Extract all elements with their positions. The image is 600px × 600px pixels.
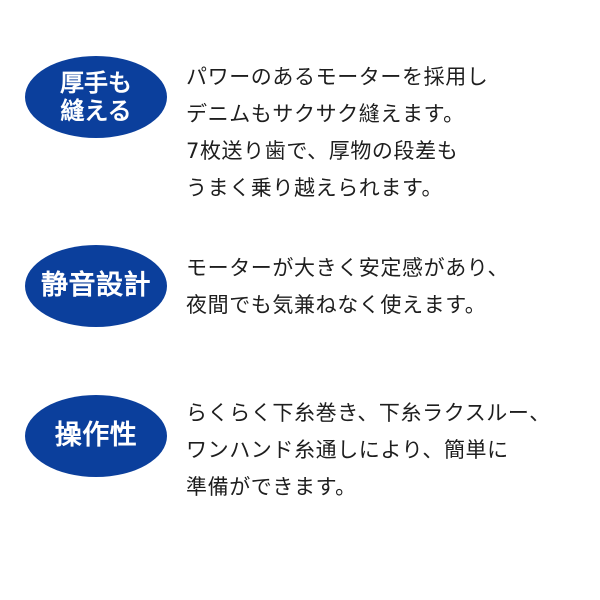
description-line: 7枚送り歯で、厚物の段差も — [186, 139, 459, 163]
description-line: うまく乗り越えられます。 — [186, 176, 444, 200]
feature-description-quiet-design: モーターが大きく安定感があり、 夜間でも気兼ねなく使えます。 — [186, 250, 509, 324]
description-line: 準備ができます。 — [186, 475, 357, 499]
badge-label-line: 操作性 — [54, 420, 138, 452]
description-line: モーターが大きく安定感があり、 — [186, 256, 510, 280]
feature-badge-usability: 操作性 — [25, 395, 167, 477]
feature-description-thick-fabric: パワーのあるモーターを採用し デニムもサクサク縫えます。 7枚送り歯で、厚物の段… — [186, 59, 488, 207]
badge-label-line: 縫える — [60, 97, 132, 125]
description-line: ワンハンド糸通しにより、簡単に — [186, 438, 509, 462]
feature-description-usability: らくらく下糸巻き、下糸ラクスルー、 ワンハンド糸通しにより、簡単に 準備ができま… — [186, 395, 551, 506]
feature-badge-thick-fabric: 厚手も 縫える — [25, 56, 167, 138]
description-line: デニムもサクサク縫えます。 — [186, 102, 465, 126]
description-line: らくらく下糸巻き、下糸ラクスルー、 — [186, 401, 551, 425]
badge-label-line: 厚手も — [60, 68, 132, 97]
feature-badge-quiet-design: 静音設計 — [25, 245, 167, 327]
badge-label-line: 静音設計 — [41, 270, 151, 302]
description-line: パワーのあるモーターを採用し — [186, 65, 489, 89]
description-line: 夜間でも気兼ねなく使えます。 — [186, 293, 487, 317]
